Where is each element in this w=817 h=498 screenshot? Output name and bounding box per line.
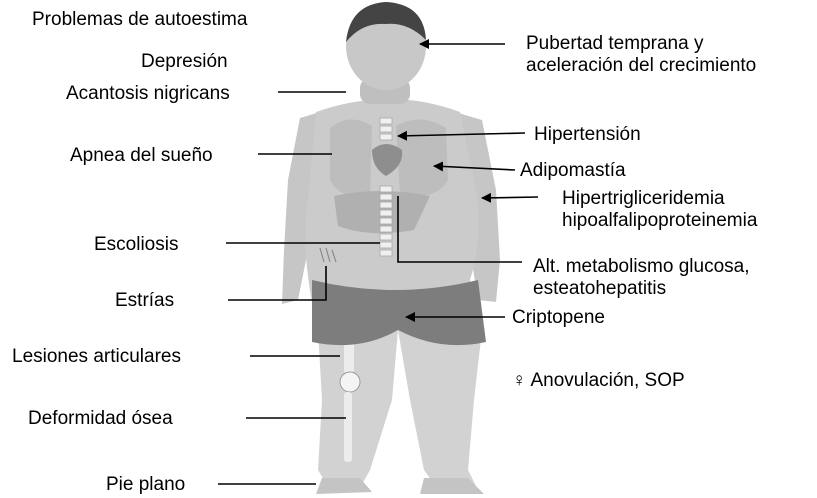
label-pubertad-line2: aceleración del crecimiento [526,55,756,77]
right-foot [420,478,484,494]
spine [380,118,392,256]
label-hipertrig-line1: Hipertrigliceridemia [562,188,725,210]
label-estrias: Estrías [115,290,174,312]
label-escoliosis: Escoliosis [94,234,178,256]
label-pie-plano: Pie plano [106,474,185,496]
label-lesiones: Lesiones articulares [12,346,181,368]
body-silhouette [282,2,500,494]
label-anovulacion: ♀ Anovulación, SOP [512,370,685,392]
knee-joint [340,372,360,392]
lungs [330,119,372,196]
lungs-right [396,119,448,196]
label-depresion: Depresión [141,51,228,73]
label-acantosis: Acantosis nigricans [66,83,230,105]
label-apnea: Apnea del sueño [70,145,213,167]
label-hipertension: Hipertensión [534,124,641,146]
label-adipomastia: Adipomastía [520,160,626,182]
label-hipertrig-line2: hipoalfalipoproteinemia [562,210,757,232]
label-autoestima: Problemas de autoestima [32,9,247,31]
label-deformidad: Deformidad ósea [28,408,173,430]
label-pubertad-line1: Pubertad temprana y [526,33,703,55]
label-criptopene: Criptopene [512,307,605,329]
tibia-bone [344,392,352,462]
right-leg [398,330,482,492]
label-glucosa-line2: esteatohepatitis [533,278,666,300]
label-glucosa-line1: Alt. metabolismo glucosa, [533,256,750,278]
left-leg [318,330,398,490]
arrow-hipertrig [482,197,538,198]
